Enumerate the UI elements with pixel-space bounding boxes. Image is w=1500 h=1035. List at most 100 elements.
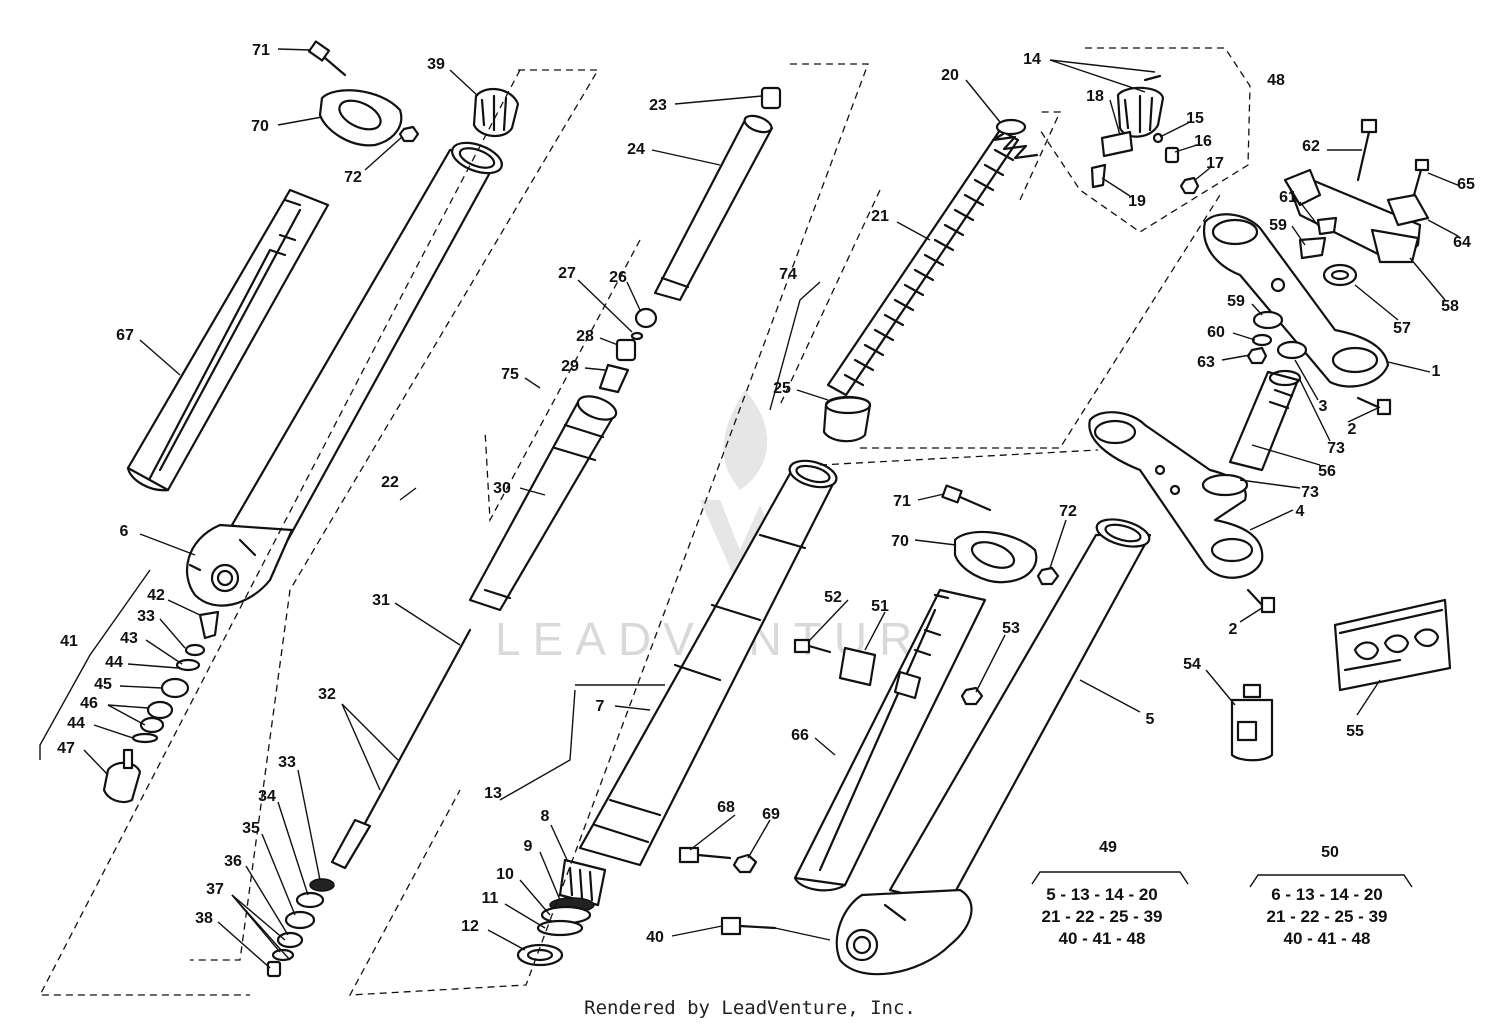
part-57-59-61-washers[interactable] xyxy=(1246,216,1358,365)
callout-c39[interactable]: 39 xyxy=(427,56,445,73)
callout-c33b[interactable]: 33 xyxy=(278,754,296,771)
callout-c43[interactable]: 43 xyxy=(120,630,138,647)
part-71-bolt-right[interactable] xyxy=(941,484,992,512)
callout-c23[interactable]: 23 xyxy=(649,97,667,114)
callout-c31[interactable]: 31 xyxy=(372,592,390,609)
callout-c73b[interactable]: 73 xyxy=(1301,484,1319,501)
callout-c56[interactable]: 56 xyxy=(1318,463,1336,480)
callout-c57[interactable]: 57 xyxy=(1393,320,1411,337)
callout-c67[interactable]: 67 xyxy=(116,327,134,344)
part-72-nut-left[interactable] xyxy=(398,125,420,143)
part-7-inner-tube[interactable] xyxy=(578,456,839,867)
part-8-12-seals[interactable] xyxy=(516,858,607,967)
callout-c70a[interactable]: 70 xyxy=(251,118,269,135)
callout-c5[interactable]: 5 xyxy=(1146,711,1155,728)
callout-c21[interactable]: 21 xyxy=(871,208,889,225)
part-26-29-small-parts[interactable] xyxy=(598,307,658,394)
part-2-pinch-bolts[interactable] xyxy=(1246,396,1392,614)
callout-c64[interactable]: 64 xyxy=(1453,234,1471,251)
callout-c22[interactable]: 22 xyxy=(381,474,399,491)
part-21-spring[interactable] xyxy=(826,118,1039,397)
callout-c4[interactable]: 4 xyxy=(1296,503,1305,520)
part-53-nut[interactable] xyxy=(960,686,984,706)
part-4-lower-triple-clamp[interactable] xyxy=(1088,411,1264,579)
callout-c15[interactable]: 15 xyxy=(1186,110,1204,127)
callout-c68[interactable]: 68 xyxy=(717,799,735,816)
callout-c20[interactable]: 20 xyxy=(941,67,959,84)
part-22-outer-tube[interactable] xyxy=(230,137,506,547)
part-33-38-stack[interactable] xyxy=(266,878,335,978)
part-68-bolt[interactable] xyxy=(678,846,732,864)
callout-c14[interactable]: 14 xyxy=(1023,51,1041,68)
callout-c28[interactable]: 28 xyxy=(576,328,594,345)
part-66-fork-guard-right[interactable] xyxy=(793,588,987,892)
callout-c25[interactable]: 25 xyxy=(773,380,791,397)
part-23-nut[interactable] xyxy=(760,86,782,110)
callout-c73a[interactable]: 73 xyxy=(1327,440,1345,457)
callout-c72b[interactable]: 72 xyxy=(1059,503,1077,520)
callout-c9[interactable]: 9 xyxy=(524,838,533,855)
callout-c58[interactable]: 58 xyxy=(1441,298,1459,315)
callout-c75[interactable]: 75 xyxy=(501,366,519,383)
callout-c74[interactable]: 74 xyxy=(779,266,797,283)
callout-c71a[interactable]: 71 xyxy=(252,42,270,59)
part-65-bolt[interactable] xyxy=(1412,158,1430,197)
callout-c62[interactable]: 62 xyxy=(1302,138,1320,155)
part-58-handlebar-clamp[interactable] xyxy=(1283,168,1422,264)
part-67-fork-guard-left[interactable] xyxy=(126,188,330,492)
part-6-lower-leg[interactable] xyxy=(186,523,294,607)
part-5-lower-leg-right[interactable] xyxy=(835,888,973,976)
callout-c53[interactable]: 53 xyxy=(1002,620,1020,637)
callout-c65[interactable]: 65 xyxy=(1457,176,1475,193)
callout-c35[interactable]: 35 xyxy=(242,820,260,837)
callout-c44a[interactable]: 44 xyxy=(105,654,123,671)
callout-c55[interactable]: 55 xyxy=(1346,723,1364,740)
part-64-clamp-cap[interactable] xyxy=(1386,193,1430,227)
part-52-bolt[interactable] xyxy=(793,638,832,654)
callout-c61[interactable]: 61 xyxy=(1279,189,1297,206)
callout-c41[interactable]: 41 xyxy=(60,633,78,650)
callout-c48[interactable]: 48 xyxy=(1267,72,1285,89)
callout-c10[interactable]: 10 xyxy=(496,866,514,883)
callout-c32[interactable]: 32 xyxy=(318,686,336,703)
part-1-upper-triple-clamp[interactable] xyxy=(1202,213,1390,388)
part-69-nut[interactable] xyxy=(732,853,758,874)
callout-c63[interactable]: 63 xyxy=(1197,354,1215,371)
callout-c66[interactable]: 66 xyxy=(791,727,809,744)
part-56-steering-stem[interactable] xyxy=(1228,340,1308,472)
callout-c36[interactable]: 36 xyxy=(224,853,242,870)
part-24-cartridge[interactable] xyxy=(653,113,774,302)
part-39-cap[interactable] xyxy=(472,87,520,137)
part-62-bolt[interactable] xyxy=(1356,118,1378,182)
callout-c30[interactable]: 30 xyxy=(493,480,511,497)
callout-c7[interactable]: 7 xyxy=(596,698,605,715)
callout-c37[interactable]: 37 xyxy=(206,881,224,898)
callout-c2a[interactable]: 2 xyxy=(1348,421,1357,438)
callout-c3[interactable]: 3 xyxy=(1319,398,1328,415)
callout-c11[interactable]: 11 xyxy=(482,890,499,907)
callout-c51[interactable]: 51 xyxy=(871,598,889,615)
part-72-nut-right[interactable] xyxy=(1036,566,1060,586)
callout-c49[interactable]: 49 xyxy=(1099,839,1117,856)
callout-c24[interactable]: 24 xyxy=(627,141,645,158)
callout-c52[interactable]: 52 xyxy=(824,589,842,606)
part-71-bolt-left[interactable] xyxy=(307,40,347,77)
callout-c60[interactable]: 60 xyxy=(1207,324,1225,341)
callout-c70b[interactable]: 70 xyxy=(891,533,909,550)
part-55-decal[interactable] xyxy=(1333,598,1452,692)
callout-c27[interactable]: 27 xyxy=(558,265,576,282)
part-70-clamp-left[interactable] xyxy=(318,89,403,147)
callout-c40[interactable]: 40 xyxy=(646,929,664,946)
callout-c12[interactable]: 12 xyxy=(461,918,479,935)
callout-c46[interactable]: 46 xyxy=(80,695,98,712)
callout-c59a[interactable]: 59 xyxy=(1269,217,1287,234)
part-31-rod[interactable] xyxy=(330,628,472,870)
callout-c13[interactable]: 13 xyxy=(484,785,502,802)
callout-c42[interactable]: 42 xyxy=(147,587,165,604)
callout-c44b[interactable]: 44 xyxy=(67,715,85,732)
part-51-guide-bracket[interactable] xyxy=(838,646,922,700)
part-54-oil-bottle[interactable] xyxy=(1230,683,1274,762)
callout-c72a[interactable]: 72 xyxy=(344,169,362,186)
callout-c59b[interactable]: 59 xyxy=(1227,293,1245,310)
part-40-axle-bolt[interactable] xyxy=(720,916,777,936)
